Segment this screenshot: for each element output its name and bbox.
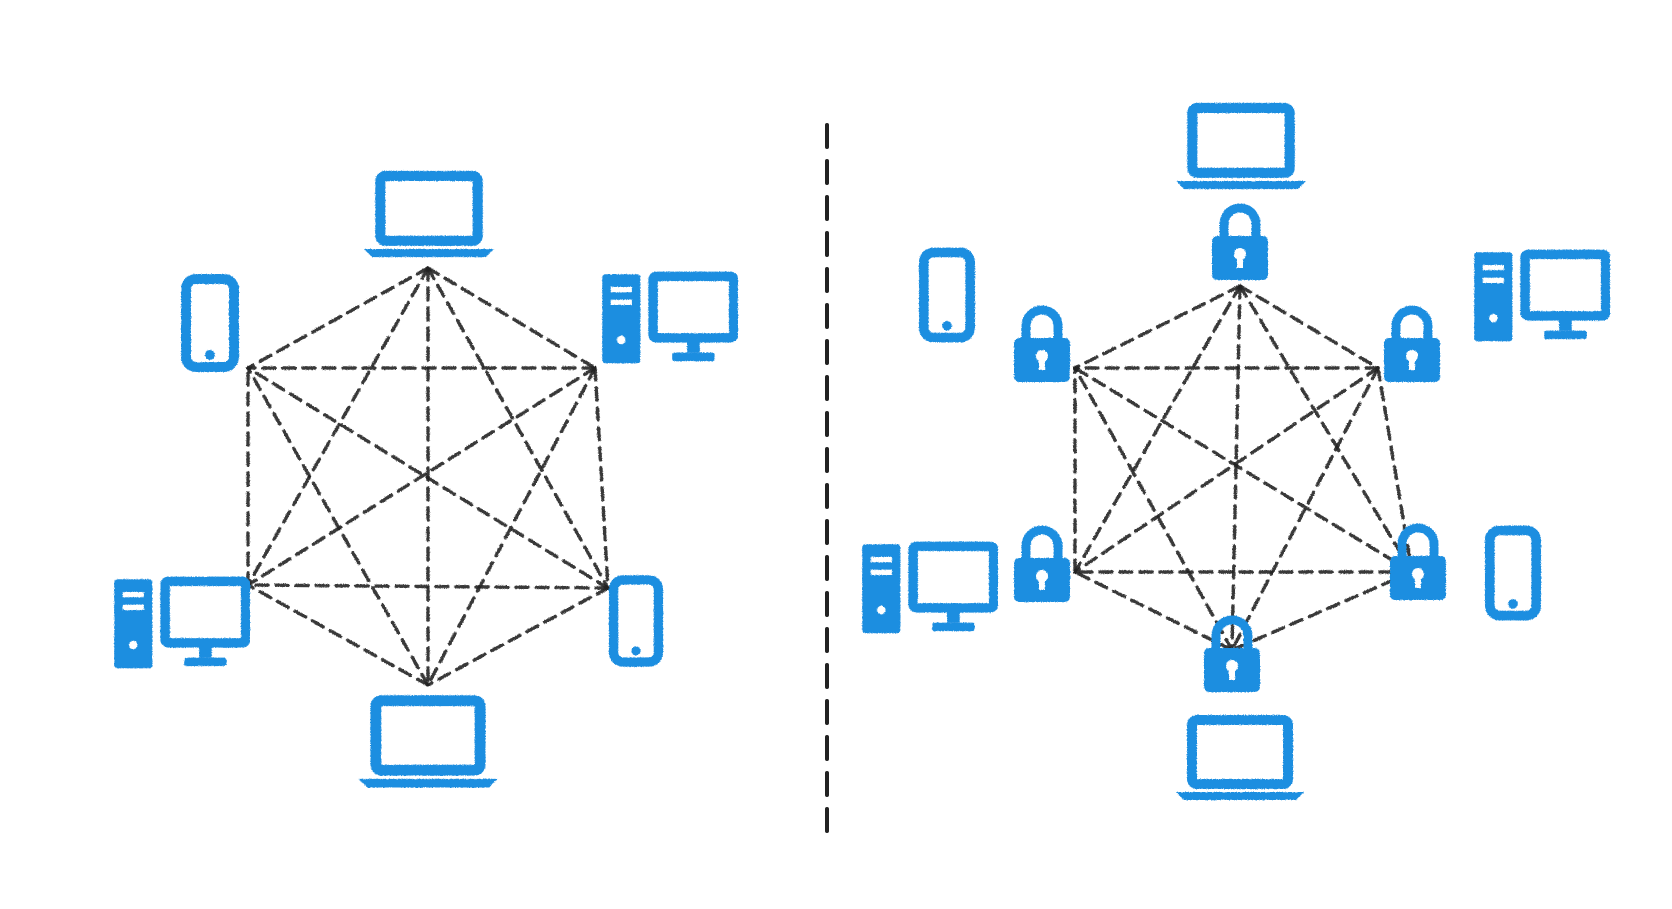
mesh-connection-line (1238, 284, 1414, 574)
smartphone-icon (614, 580, 659, 662)
desktop-computer-icon (114, 579, 245, 668)
mesh-connection-line (246, 266, 430, 587)
mesh-connection-line (1376, 366, 1414, 574)
laptop-icon (1176, 720, 1304, 800)
smartphone-icon (1490, 530, 1536, 615)
right-locks (1014, 208, 1446, 692)
mesh-connection-line (246, 366, 430, 687)
mesh-connection-line (246, 583, 610, 590)
smartphone-icon (924, 252, 970, 337)
mesh-connection-line (426, 366, 597, 687)
mesh-connection-line (426, 586, 610, 687)
padlock-icon (1212, 208, 1268, 280)
padlock-icon (1384, 310, 1440, 382)
mesh-connection-line (1073, 284, 1242, 574)
mesh-connection-line (1073, 284, 1242, 370)
mesh-connection-line (593, 366, 610, 590)
left-network (114, 176, 733, 788)
desktop-computer-icon (862, 544, 993, 633)
smartphone-icon (186, 279, 234, 367)
right-network (862, 108, 1605, 800)
mesh-connection-line (1230, 284, 1242, 652)
desktop-computer-icon (602, 274, 733, 363)
mesh-connection-line (246, 366, 610, 590)
laptop-icon (364, 176, 494, 257)
desktop-computer-icon (1474, 252, 1605, 341)
padlock-icon (1014, 530, 1070, 602)
mesh-connection-line (1073, 366, 1380, 574)
mesh-connection-line (1230, 570, 1414, 652)
left-devices (114, 176, 733, 788)
mesh-connection-line (1238, 284, 1380, 370)
mesh-connection-line (246, 266, 430, 370)
mesh-connection-line (426, 266, 610, 590)
mesh-connection-line (246, 583, 430, 687)
laptop-icon (1176, 108, 1306, 189)
right-mesh-edges (1073, 284, 1414, 652)
left-mesh-edges (246, 266, 610, 687)
mesh-connection-line (426, 266, 597, 370)
mesh-connection-line (1073, 570, 1234, 652)
mesh-connection-line (1073, 366, 1234, 652)
laptop-icon (359, 701, 498, 788)
mesh-connection-line (1073, 366, 1414, 574)
padlock-icon (1390, 528, 1446, 600)
mesh-connection-line (246, 366, 597, 587)
padlock-icon (1014, 310, 1070, 382)
